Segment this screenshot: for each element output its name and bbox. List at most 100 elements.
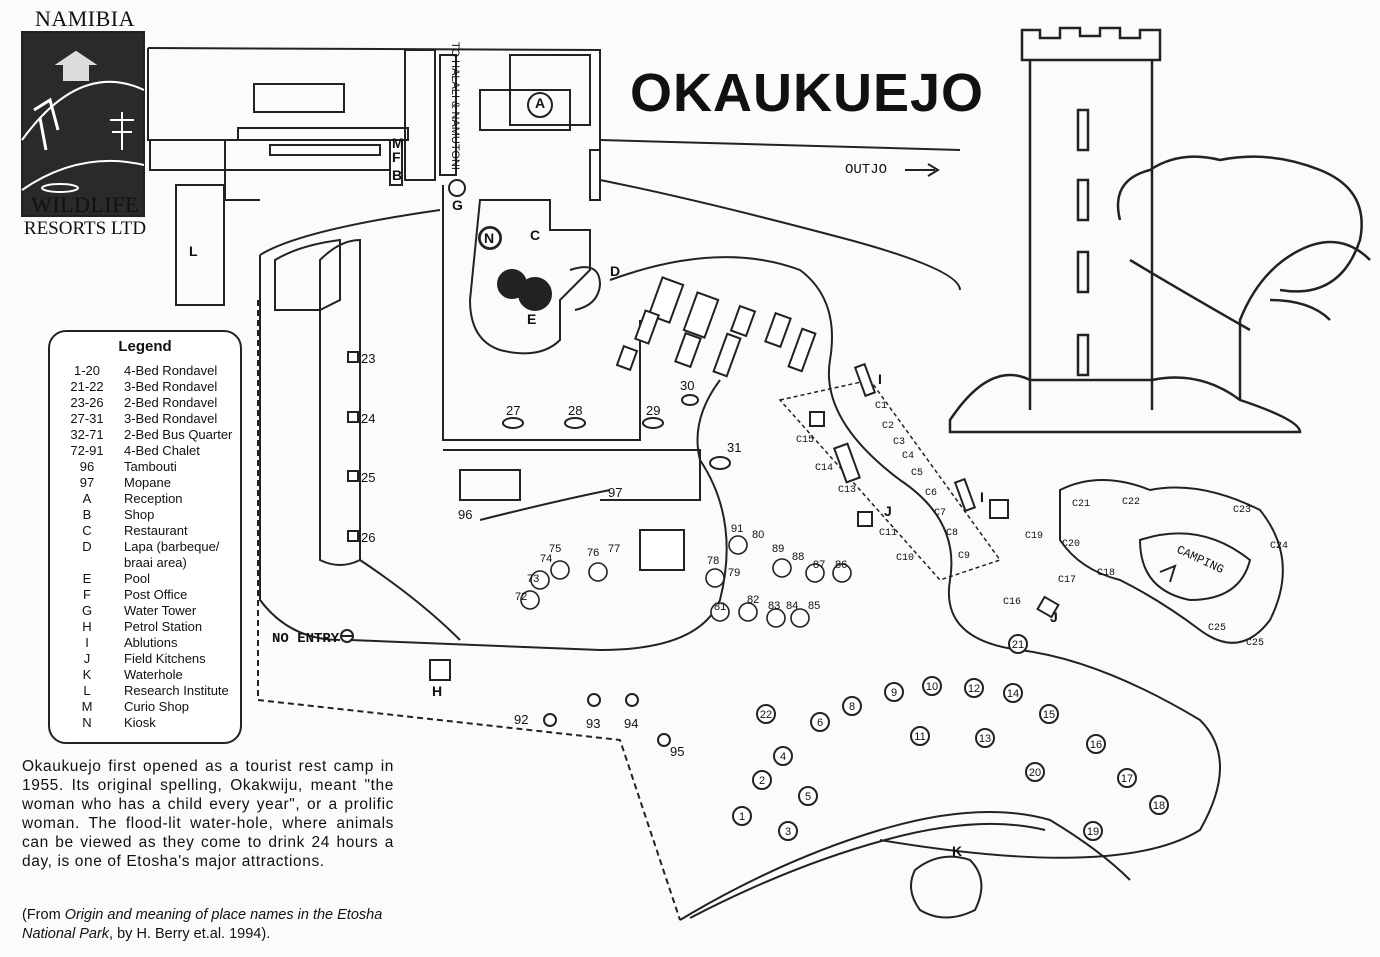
svg-text:96: 96 [458,507,472,522]
citation: (From Origin and meaning of place names … [22,906,402,944]
svg-text:B: B [392,167,402,183]
legend-code: A [82,491,92,506]
legend-description: Ablutions [124,635,178,650]
rondavel-label: 8 [849,701,855,713]
legend-code: 27-31 [70,411,104,426]
svg-text:F: F [392,149,401,165]
svg-text:C18: C18 [1097,568,1115,579]
rondavel-label: 15 [1043,709,1055,721]
svg-text:75: 75 [549,543,561,555]
outjo-road-label: OUTJO [845,162,887,178]
legend-item: I Ablutions [50,635,240,651]
citation-title: Origin and meaning of place names in the… [22,907,383,942]
water-tower-illustration [948,26,1371,434]
svg-text:23: 23 [361,351,375,366]
rondavel-label: 3 [785,826,791,838]
legend-description: 2-Bed Bus Quarter [124,427,233,442]
svg-text:C15: C15 [796,435,814,446]
svg-text:86: 86 [835,559,847,571]
svg-text:C6: C6 [925,488,937,499]
brand-line-1: NAMIBIA [34,6,136,31]
legend-item: G Water Tower [50,603,240,619]
svg-text:C5: C5 [911,468,923,479]
legend-description: Research Institute [124,683,229,698]
svg-text:C17: C17 [1058,575,1076,586]
svg-text:27: 27 [506,403,520,418]
svg-text:91: 91 [731,523,743,535]
legend-item: A Reception [50,491,240,507]
svg-text:89: 89 [772,543,784,555]
svg-text:C16: C16 [1003,597,1021,608]
legend-code: 1-20 [73,363,101,378]
svg-text:C10: C10 [896,553,914,564]
legend-code: I [85,635,89,650]
svg-text:25: 25 [361,470,375,485]
halali-road-label: TO HALALI & NAMUTONI [449,42,461,170]
svg-text:74: 74 [540,553,552,565]
svg-text:28: 28 [568,403,582,418]
no-entry-label: NO ENTRY [272,631,340,647]
citation-prefix: (From [22,907,65,923]
svg-text:C11: C11 [879,528,897,539]
legend-description: Water Tower [124,603,197,618]
svg-text:78: 78 [707,555,719,567]
legend-heading: Legend [118,338,172,355]
legend-code: D [82,539,92,554]
svg-text:N: N [484,230,494,246]
svg-text:83: 83 [768,600,780,612]
svg-text:73: 73 [527,573,539,585]
svg-text:85: 85 [808,600,820,612]
rondavel-label: 9 [891,687,897,699]
legend-description: 4-Bed Rondavel [124,363,218,378]
svg-text:92: 92 [514,712,528,727]
svg-text:E: E [527,311,536,327]
legend-description: Shop [124,507,155,522]
rondavel-label: 10 [926,681,938,693]
svg-text:88: 88 [792,551,804,563]
svg-text:J: J [1050,609,1058,625]
legend-description: Reception [124,491,183,506]
legend-code: 96 [79,459,95,474]
svg-text:C7: C7 [934,508,946,519]
svg-text:C2: C2 [882,421,894,432]
legend-code: F [83,587,91,602]
svg-text:K: K [952,843,962,859]
svg-text:C21: C21 [1072,499,1090,510]
svg-text:94: 94 [624,716,638,731]
legend-description: Field Kitchens [124,651,206,666]
legend-description: Post Office [124,587,188,602]
rondavel-label: 13 [979,733,991,745]
svg-text:C25: C25 [1208,623,1226,634]
legend-code: 32-71 [70,427,104,442]
legend-code: 72-91 [70,443,104,458]
svg-text:A: A [535,95,545,111]
rondavel-label: 12 [968,683,980,695]
svg-text:77: 77 [608,543,620,555]
svg-text:C4: C4 [902,451,914,462]
legend-code: G [81,603,93,618]
svg-text:81: 81 [714,601,726,613]
logo-emblem [21,31,145,217]
citation-suffix: , by H. Berry et.al. 1994). [109,926,271,942]
legend-code: C [82,523,92,538]
svg-text:L: L [189,243,198,259]
svg-text:I: I [878,371,882,387]
rondavel-label: 4 [780,751,786,763]
svg-text:C13: C13 [838,485,856,496]
map-title: OKAUKUEJO [630,63,985,123]
svg-text:26: 26 [361,530,375,545]
svg-text:H: H [432,683,442,699]
svg-text:87: 87 [813,559,825,571]
svg-text:C14: C14 [815,463,833,474]
rondavel-label: 22 [760,709,772,721]
brand-line-3: RESORTS LTD [23,218,147,239]
